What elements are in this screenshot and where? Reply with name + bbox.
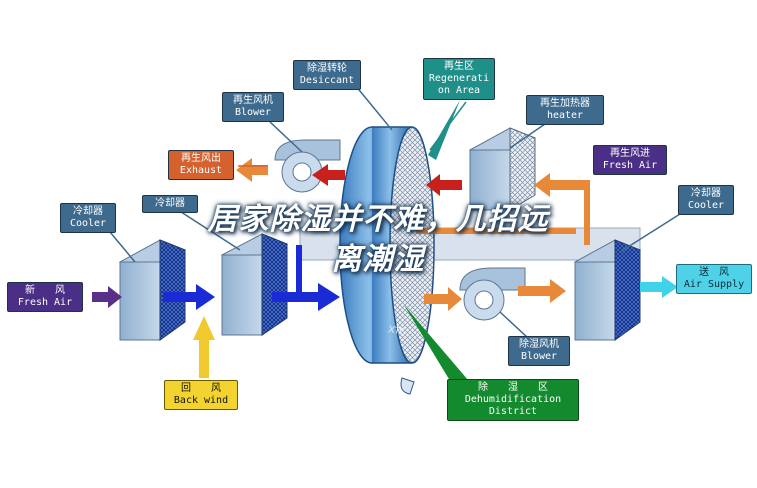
cooler-right-unit (573, 239, 642, 341)
cooler-mid-unit (220, 233, 289, 336)
regen-leader (428, 100, 460, 160)
fresh-air-arrow (92, 286, 122, 308)
blue-arrow-1 (163, 284, 215, 310)
dehum-leader (404, 305, 468, 384)
flow-arrows (92, 158, 678, 378)
exhaust-arrow (236, 158, 268, 182)
regen-in-arrow (534, 173, 590, 197)
desiccant-wheel (339, 126, 435, 395)
label-cooler-mid: 冷却器 (142, 195, 198, 213)
regen-blower-unit (274, 139, 341, 193)
cooler-left-unit (118, 239, 187, 341)
blue-arrow-2 (272, 283, 340, 311)
blue-arrow-riser (296, 245, 302, 295)
dehum-blower-unit (459, 267, 526, 321)
orange-arrow-2 (518, 279, 566, 303)
red-arrow-1 (426, 174, 462, 196)
back-wind-arrow (193, 316, 215, 378)
red-arrow-2 (312, 164, 345, 186)
overlay-line-1: 居家除湿并不难，几招远 (207, 202, 549, 237)
heater-unit (468, 127, 537, 211)
overlay-headline: 居家除湿并不难，几招远 离潮湿 (118, 200, 638, 280)
overlay-line-2: 离潮湿 (331, 242, 425, 277)
watermark: XTC (387, 325, 406, 338)
orange-arrow-1 (424, 287, 462, 311)
air-supply-arrow (640, 276, 678, 298)
